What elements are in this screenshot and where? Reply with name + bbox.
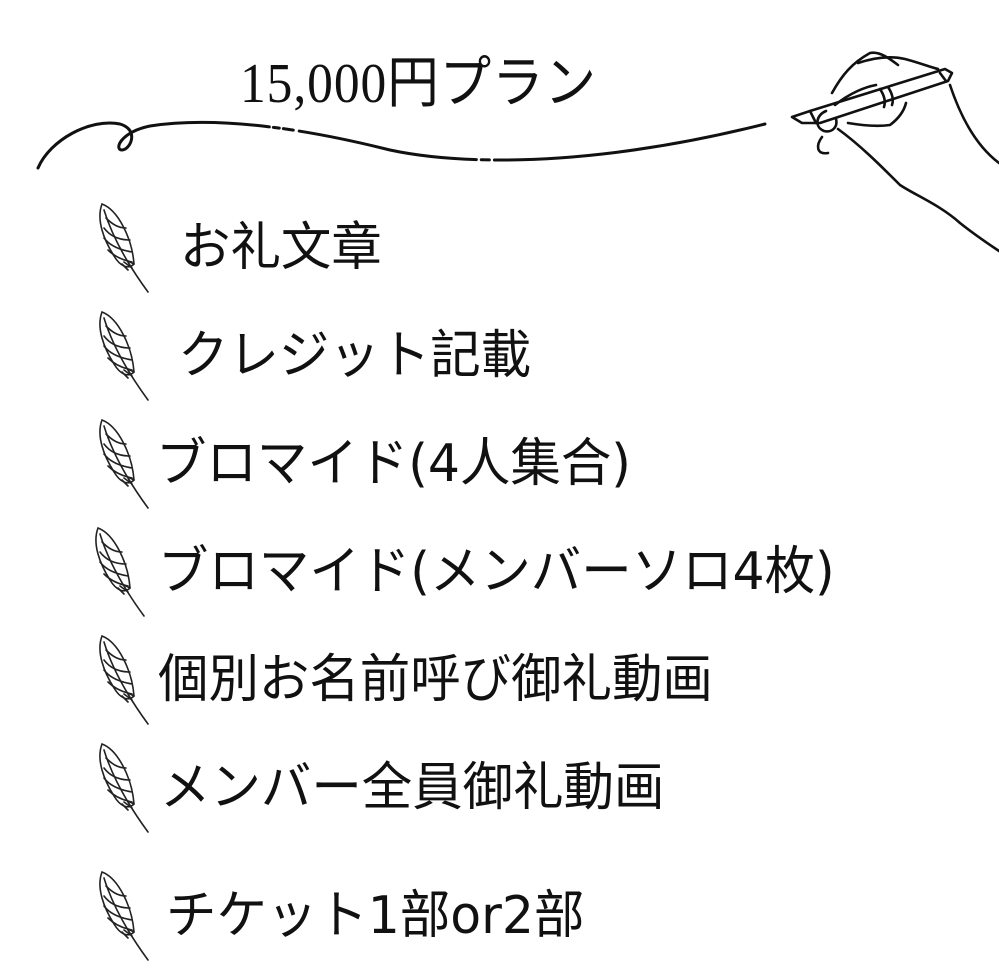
benefit-label: お礼文章 bbox=[180, 218, 382, 278]
benefit-item: チケット1部or2部 bbox=[92, 868, 597, 964]
feather-icon bbox=[99, 870, 149, 961]
benefit-label: クレジット記載 bbox=[178, 326, 532, 386]
benefit-item: お礼文章 bbox=[92, 200, 388, 296]
benefit-item: ブロマイド(メンバーソロ4枚) bbox=[88, 524, 856, 620]
feather-icon bbox=[99, 310, 149, 401]
benefit-label: ブロマイド(4人集合) bbox=[156, 434, 631, 494]
feather-icon bbox=[99, 742, 149, 833]
benefit-item: クレジット記載 bbox=[92, 308, 542, 404]
benefit-label: 個別お名前呼び御礼動画 bbox=[158, 650, 713, 710]
feather-icon bbox=[99, 418, 149, 509]
hand-holding-pen-icon bbox=[790, 51, 999, 253]
swoosh-line-decoration bbox=[36, 120, 767, 170]
benefit-item: ブロマイド(4人集合) bbox=[92, 416, 646, 512]
benefit-item: 個別お名前呼び御礼動画 bbox=[92, 632, 730, 728]
feather-icon bbox=[99, 634, 149, 725]
feather-icon bbox=[99, 202, 149, 293]
feather-icon bbox=[95, 526, 145, 617]
benefit-label: ブロマイド(メンバーソロ4枚) bbox=[158, 542, 835, 602]
plan-title: 15,000円プラン bbox=[240, 53, 597, 115]
benefit-label: チケット1部or2部 bbox=[166, 886, 585, 946]
benefit-item: メンバー全員御礼動画 bbox=[92, 740, 680, 836]
benefit-label: メンバー全員御礼動画 bbox=[160, 758, 665, 818]
